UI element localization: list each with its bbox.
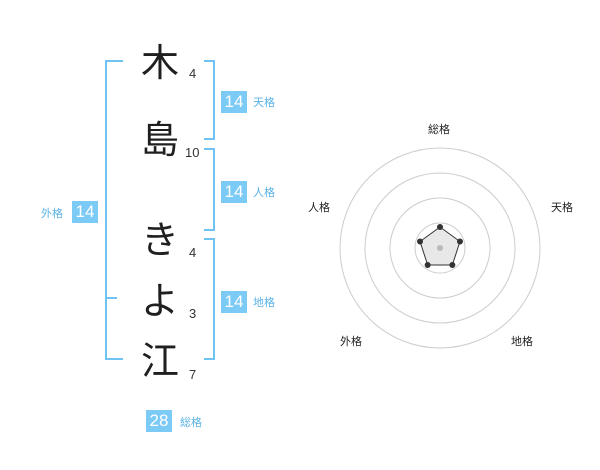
soukaku-label: 総格: [180, 416, 202, 429]
tenkaku-label: 天格: [253, 96, 275, 109]
radar-label-soukaku: 総格: [428, 123, 450, 136]
name-char-2: 島: [141, 118, 180, 162]
stroke-count-3: 4: [189, 245, 197, 260]
name-char-1: 木: [141, 41, 180, 85]
stroke-count-4: 3: [189, 306, 197, 321]
jinkaku-value: 14: [221, 181, 247, 203]
radar-point-5: [417, 238, 424, 245]
chikaku-label: 地格: [253, 296, 275, 309]
radar-point-4: [424, 261, 431, 268]
radar-center-dot: [437, 245, 443, 251]
jinkaku-label: 人格: [253, 186, 275, 199]
name-char-4: よ: [141, 279, 180, 323]
name-char-3: き: [141, 218, 180, 262]
stroke-count-5: 7: [189, 367, 197, 382]
radar-ring: [414, 222, 466, 274]
name-char-5: 江: [141, 339, 180, 383]
radar-point-1: [437, 224, 443, 230]
gaikaku-value: 14: [72, 201, 98, 223]
stroke-count-1: 4: [189, 66, 197, 81]
soukaku-value: 28: [146, 410, 172, 432]
gaikaku-label: 外格: [41, 207, 63, 220]
chikaku-value: 14: [221, 291, 247, 313]
stroke-count-2: 10: [185, 145, 200, 160]
radar-point-2: [456, 238, 463, 245]
radar-label-tenkaku: 天格: [551, 201, 573, 214]
tenkaku-value: 14: [221, 91, 247, 113]
radar-label-chikaku: 地格: [511, 335, 533, 348]
radar-point-3: [449, 261, 456, 268]
radar-ring: [364, 172, 516, 324]
radar-label-gaikaku: 外格: [340, 335, 362, 348]
radar-label-jinkaku: 人格: [308, 201, 330, 214]
radar-ring: [389, 197, 491, 299]
radar-ring: [339, 147, 541, 349]
